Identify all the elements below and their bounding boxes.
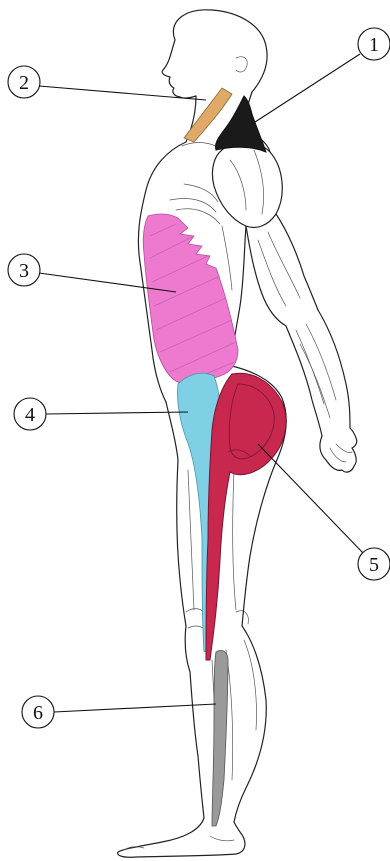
callout-label-4: 4 xyxy=(25,404,35,426)
callout-5: 5 xyxy=(258,444,390,580)
callout-label-1: 1 xyxy=(369,34,379,56)
callout-1: 1 xyxy=(252,28,390,124)
callout-6: 6 xyxy=(22,696,216,728)
callout-label-6: 6 xyxy=(33,702,43,724)
callout-label-3: 3 xyxy=(19,260,29,282)
muscle-5-gluteus xyxy=(206,373,286,660)
callout-2: 2 xyxy=(8,66,206,100)
callout-4: 4 xyxy=(14,398,188,430)
muscle-3-oblique xyxy=(143,214,238,383)
muscle-6-peroneus xyxy=(212,650,228,826)
callout-label-5: 5 xyxy=(369,554,379,576)
callout-label-2: 2 xyxy=(19,72,29,94)
